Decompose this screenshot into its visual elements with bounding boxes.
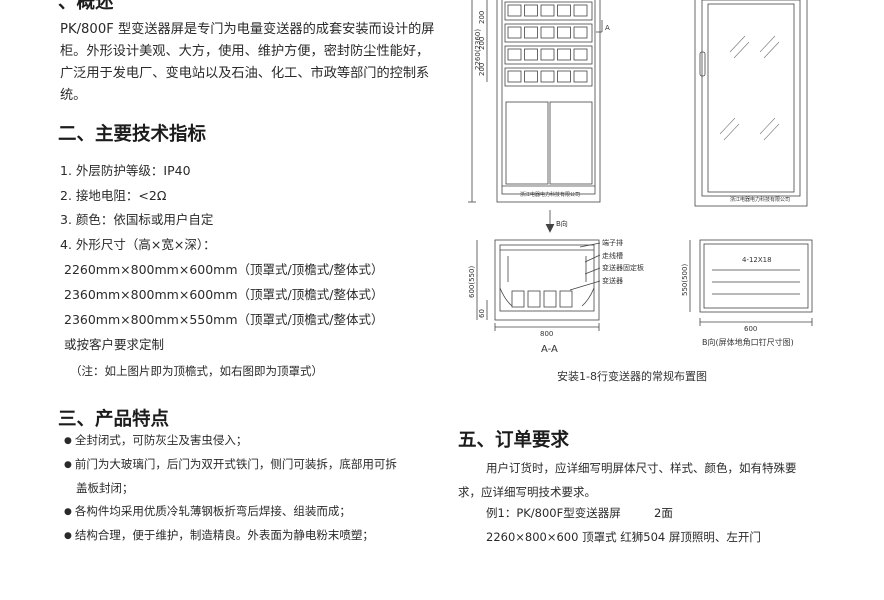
transmitter-module [524, 70, 538, 83]
spec-color: 3. 颜色：依国标或用户自定 [60, 212, 214, 227]
transmitter-module [557, 70, 571, 83]
order-example-spec: 2260×800×600 顶罩式 红狮504 屏顶照明、左开门 [486, 530, 761, 544]
drawing-caption: 安装1-8行变送器的常规布置图 [557, 369, 707, 383]
transmitter-module [573, 4, 588, 17]
transmitter-module [573, 48, 588, 61]
transmitter-module [573, 26, 588, 39]
feature-3: 各构件均采用优质冷轧薄钢板折弯后焊接、组装而成； [64, 503, 351, 519]
feature-2-cont: 盖板封闭； [76, 481, 134, 495]
aa-label: A-A [541, 344, 558, 355]
section2-title: 二、主要技术指标 [58, 124, 207, 145]
size-option-2: 2360mm×800mm×600mm（顶罩式/顶檐式/整体式） [64, 287, 384, 302]
transmitter-module [507, 48, 522, 61]
transmitter-module [507, 4, 522, 17]
nameplate: 浙江电器电力科技有限公司 [520, 191, 580, 198]
svg-text:200: 200 [478, 11, 486, 24]
size-option-3: 2360mm×800mm×550mm（顶罩式/顶檐式/整体式） [64, 312, 384, 327]
section-marker-a: A [605, 24, 610, 32]
spec-grounding: 2. 接地电阻：<2Ω [60, 188, 167, 203]
svg-text:60: 60 [478, 309, 486, 318]
transmitter-rows [504, 1, 593, 87]
section1-title: 、概述 [58, 0, 114, 13]
transmitter-module [557, 4, 571, 17]
transmitter-module [524, 4, 538, 17]
callout-trunking: 走线槽 [602, 251, 623, 260]
b-direction-label: B向 [556, 219, 568, 228]
section5-title: 五、订单要求 [458, 430, 570, 451]
callout-bracket: 变送器固定板 [602, 263, 644, 272]
feature-1: 全封闭式，可防灰尘及害虫侵入； [64, 432, 248, 448]
b-view-caption: B向(屏体地角口钉尺寸图) [702, 337, 794, 347]
transmitter-row [504, 45, 593, 65]
size-option-1: 2260mm×800mm×600mm（顶罩式/顶檐式/整体式） [64, 262, 384, 277]
dim-depth: 600(550) [468, 266, 476, 298]
transmitter-row [504, 1, 593, 21]
feature-4: 结构合理，便于维护，制造精良。外表面为静电粉末喷塑； [64, 527, 374, 543]
transmitter-row [504, 67, 593, 87]
feature-2: 前门为大玻璃门，后门为双开式铁门，侧门可装拆，底部用可拆 [64, 456, 397, 472]
transmitter-module [557, 48, 571, 61]
dim-depth-base: 550(500) [681, 264, 689, 296]
side-view-frame [694, 0, 808, 207]
nameplate-side: 浙江电器电力科技有限公司 [730, 196, 790, 203]
base-slot-label: 4-12X18 [742, 256, 772, 264]
plan-view-aa [494, 239, 600, 321]
transmitter-module [540, 4, 555, 17]
spec-dimensions: 4. 外形尺寸（高×宽×深）： [60, 237, 216, 252]
transmitter-module [540, 26, 555, 39]
svg-text:200: 200 [478, 63, 486, 76]
transmitter-module [507, 70, 522, 83]
order-text-1: 用户订货时，应详细写明屏体尺寸、样式、颜色，如有特殊要 [486, 461, 797, 475]
transmitter-module [524, 26, 538, 39]
base-view-b [699, 239, 813, 313]
transmitter-row [504, 23, 593, 43]
spec-protection: 1. 外层防护等级：IP40 [60, 163, 191, 178]
order-text-2: 求，应详细写明技术要求。 [458, 485, 596, 499]
front-view-frame [496, 0, 601, 203]
transmitter-module [540, 48, 555, 61]
section1-intro: PK/800F 型变送器屏是专门为电量变送器的成套安装而设计的屏柜。外形设计美观… [60, 22, 435, 103]
dim-height: 2260(2360) [474, 29, 482, 70]
transmitter-module [573, 70, 588, 83]
svg-text:200: 200 [478, 37, 486, 50]
callout-terminal: 端子排 [602, 238, 623, 247]
transmitter-module [557, 26, 571, 39]
style-note: （注：如上图片即为顶檐式，如右图即为顶罩式） [70, 364, 323, 378]
transmitter-module [540, 70, 555, 83]
callout-transmitter: 变送器 [602, 276, 623, 285]
section3-title: 三、产品特点 [58, 409, 170, 430]
order-example-qty: 2面 [654, 506, 673, 520]
custom-note: 或按客户要求定制 [64, 337, 165, 352]
dim-width: 800 [540, 330, 553, 338]
dim-base-width: 600 [744, 325, 757, 333]
order-example: 例1：PK/800F型变送器屏 [486, 506, 621, 520]
transmitter-module [507, 26, 522, 39]
transmitter-module [524, 48, 538, 61]
